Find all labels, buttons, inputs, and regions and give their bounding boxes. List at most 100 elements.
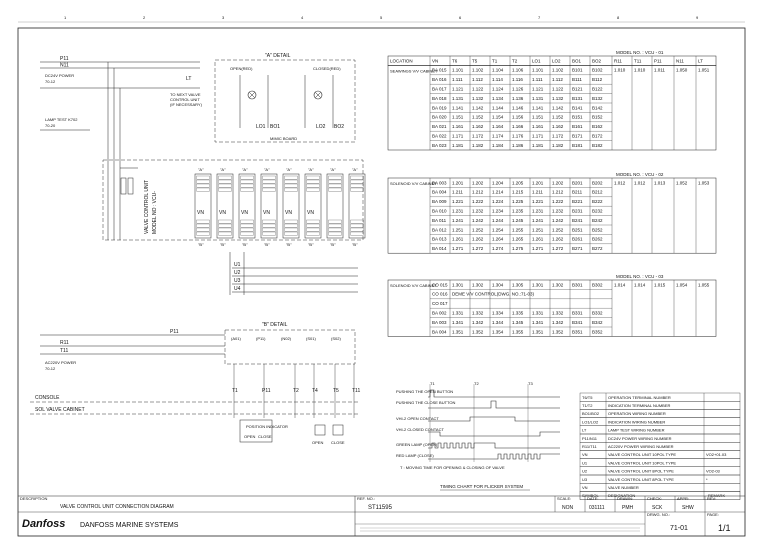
table-location: SOLENOID V/V CABINET <box>390 283 437 288</box>
vcu-module <box>348 173 366 239</box>
valve-control-unit: VALVE CONTROL UNIT MODEL NO : VCU- "A"VN… <box>102 159 366 247</box>
terminal-cell <box>350 231 364 236</box>
terminal-cell <box>262 183 276 188</box>
table-cell: B151 <box>572 115 583 120</box>
terminal-cell <box>328 175 342 180</box>
red-lamp-wave <box>428 453 560 460</box>
table-cell: 1.232 <box>472 209 484 214</box>
terminal-cell <box>306 219 320 224</box>
terminal-cell <box>218 179 232 184</box>
table-cell: 1.252 <box>472 227 484 232</box>
table-power-cell: 1.015 <box>654 282 666 287</box>
position-indicator-box <box>239 419 273 443</box>
column-number: 5 <box>380 15 383 20</box>
terminal-cell <box>284 175 298 180</box>
table-cell: 1.301 <box>532 282 544 287</box>
terminal-cell <box>328 219 342 224</box>
table-cell: 1.141 <box>532 105 544 110</box>
table-cell: 1.261 <box>532 237 544 242</box>
table-cell: B171 <box>572 134 583 139</box>
timing-signal-label: VHI-2 CLOSED CONTACT <box>396 427 444 432</box>
timing-signal-label: PUSHING THE OPEN BUTTON <box>396 389 453 394</box>
table-cell: 1.272 <box>472 246 484 251</box>
table-cell: 1.252 <box>552 227 564 232</box>
table-cell: B211 <box>572 190 583 195</box>
table-cell: B102 <box>592 68 603 73</box>
table-cell: CO 017 <box>432 301 448 306</box>
table-cell: CO 015 <box>432 282 448 287</box>
table-cell: 1.204 <box>492 180 504 185</box>
terminal-cell <box>196 175 210 180</box>
terminal-cell <box>350 187 364 192</box>
lt-label: LT <box>186 76 191 82</box>
b-detail-title: "B" DETAIL <box>262 322 288 328</box>
table-cell: 1.184 <box>492 143 504 148</box>
table-cell: B301 <box>572 282 583 287</box>
vcu-label-2: MODEL NO : VCU- <box>152 191 158 234</box>
bo1-label: BO1 <box>270 124 280 130</box>
table-cell: B261 <box>572 237 583 242</box>
terminal-cell <box>218 227 232 232</box>
table-cell: 1.242 <box>552 218 564 223</box>
terminal-cell <box>284 227 298 232</box>
dwg-no: 71-01 <box>670 525 688 532</box>
column-number: 2 <box>143 15 146 20</box>
table-cell: BA 003 <box>432 320 447 325</box>
table-cell: 1.244 <box>492 218 504 223</box>
terminal-cell <box>328 231 342 236</box>
open-contact-wave <box>428 416 560 422</box>
table-cell: 1.201 <box>452 180 464 185</box>
table-cell: BA 004 <box>432 190 447 195</box>
vcu-modules: "A"VN"B""A"VN"B""A"VN"B""A"VN"B""A"VN"B"… <box>194 167 366 247</box>
table-model-no: MODEL NO. : VCU - 01 <box>616 50 664 55</box>
table-cell: 1.134 <box>492 96 504 101</box>
check-label: CHECK: <box>647 496 662 501</box>
closed-contact-wave <box>428 431 560 437</box>
legend-symbol: T1/T2 <box>582 403 593 408</box>
t11-label: T11 <box>60 348 68 354</box>
legend-symbol: U2 <box>582 469 588 474</box>
table-cell: B231 <box>572 209 583 214</box>
description-label: DESCRIPTION <box>20 496 47 501</box>
vn-label: VN <box>307 210 314 216</box>
module-tag-b: "B" <box>352 242 358 247</box>
table-cell: 1.345 <box>512 320 524 325</box>
table-header-cell: T5 <box>472 58 478 63</box>
a-detail: "A" DETAIL OPEN(RED) CLOSED(RED) LO1 BO1… <box>214 53 356 143</box>
drawn-label: DRAWN: <box>617 496 633 501</box>
open-lamp-icon <box>247 90 257 100</box>
module-tag-a: "A" <box>352 167 358 172</box>
legend-designation: OPERATION WIRING NUMBER <box>608 411 666 416</box>
table-cell: 1.335 <box>512 311 524 316</box>
terminal-cell <box>262 219 276 224</box>
table-cell: 1.331 <box>452 311 464 316</box>
terminal-cell <box>328 183 342 188</box>
terminal-cell <box>350 219 364 224</box>
module-tag-b: "B" <box>308 242 314 247</box>
table-power-cell: 1.052 <box>676 180 688 185</box>
appr-value: SHW <box>682 505 694 511</box>
table-cell: 1.172 <box>552 134 564 139</box>
terminal-cell <box>328 223 342 228</box>
table-header-cell: LO1 <box>532 58 541 63</box>
terminal-cell <box>284 219 298 224</box>
table-cell: B112 <box>592 77 603 82</box>
terminal-cell <box>262 179 276 184</box>
terminal-cell <box>328 179 342 184</box>
legend-symbol: R11/T11 <box>582 444 598 449</box>
vcu-module <box>260 173 278 239</box>
table-cell: 1.225 <box>512 199 524 204</box>
table-header-cell: LO2 <box>552 58 561 63</box>
terminal-cell <box>218 223 232 228</box>
closed-label: CLOSED(RED) <box>313 66 341 71</box>
legend-designation: VALVE NUMBER <box>608 485 639 490</box>
table-power-cell: 1.013 <box>654 180 666 185</box>
table-cell: 1.181 <box>452 143 464 148</box>
table-cell: 1.162 <box>552 124 564 129</box>
module-tag-b: "B" <box>220 242 226 247</box>
